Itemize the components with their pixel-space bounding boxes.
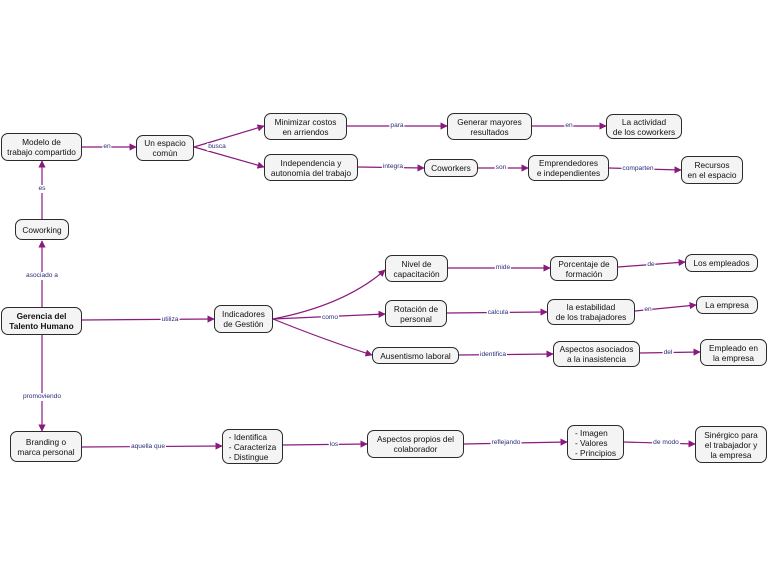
node-coworking[interactable]: Coworking [15, 219, 69, 240]
link-label-para: para [389, 122, 405, 130]
link-label-identifica: identifica [478, 351, 508, 359]
node-espacio-comun[interactable]: Un espacio común [136, 135, 194, 161]
edge-indicadores-ausentismo [272, 318, 373, 357]
link-label-integra: integra [381, 163, 405, 171]
link-label-calcula: calcula [486, 309, 510, 317]
link-label-del: del [662, 349, 674, 357]
link-label-de: de [646, 261, 656, 269]
link-label-en: en [643, 306, 653, 314]
link-label-reflejando: reflejando [490, 439, 522, 447]
node-actividad-coworkers[interactable]: La actividad de los coworkers [606, 114, 682, 139]
node-aspectos-propios-colaborador[interactable]: Aspectos propios del colaborador [367, 430, 464, 458]
edge-indicadores-nivel [272, 269, 386, 320]
node-rotacion-personal[interactable]: Rotación de personal [385, 300, 447, 327]
link-label-en: en [564, 122, 574, 130]
node-recursos-espacio[interactable]: Recursos en el espacio [681, 156, 743, 184]
node-generar-resultados[interactable]: Generar mayores resultados [447, 113, 532, 140]
link-label-como: como [320, 314, 340, 322]
link-label-es: es [37, 185, 47, 193]
node-gerencia-talento-humano[interactable]: Gerencia del Talento Humano [1, 307, 82, 335]
node-indicadores-gestion[interactable]: Indicadores de Gestión [214, 305, 273, 333]
edge-gerencia-indicadores [81, 315, 215, 323]
link-label-mide: mide [494, 264, 512, 272]
node-minimizar-costos[interactable]: Minimizar costos en arriendos [264, 113, 347, 140]
node-la-empresa[interactable]: La empresa [696, 296, 758, 314]
link-label-promoviendo: promoviendo [21, 393, 63, 401]
node-ausentismo-laboral[interactable]: Ausentismo laboral [372, 347, 459, 364]
node-identifica-caracteriza-distingue[interactable]: - Identifica - Caracteriza - Distingue [222, 429, 283, 464]
link-label-utiliza: utiliza [160, 316, 180, 324]
node-independencia-autonomia[interactable]: Independencia y autonomía del trabajo [264, 154, 358, 181]
link-label-en: en [102, 143, 112, 151]
node-coworkers[interactable]: Coworkers [424, 159, 478, 177]
node-nivel-capacitacion[interactable]: Nivel de capacitación [385, 255, 448, 282]
link-label-busca: busca [207, 143, 227, 151]
link-label-de-modo: de modo [652, 439, 680, 447]
node-porcentaje-formacion[interactable]: Porcentaje de formación [550, 256, 618, 281]
node-estabilidad-trabajadores[interactable]: la estabilidad de los trabajadores [547, 299, 635, 325]
node-branding-marca-personal[interactable]: Branding o marca personal [10, 431, 82, 462]
node-empleado-empresa[interactable]: Empleado en la empresa [700, 339, 767, 366]
link-label-comparten: comparten [621, 165, 655, 173]
node-emprendedores[interactable]: Emprendedores e independientes [528, 155, 609, 181]
node-los-empleados[interactable]: Los empleados [685, 254, 758, 272]
link-label-son: son [494, 164, 508, 172]
edge-espacio-independencia [193, 146, 265, 169]
node-aspectos-asociados[interactable]: Aspectos asociados a la inasistencia [553, 341, 640, 367]
link-label-asociado-a: asociado a [25, 272, 59, 280]
node-modelo-trabajo-compartido[interactable]: Modelo de trabajo compartido [1, 133, 82, 161]
node-imagen-valores-principios[interactable]: - Imagen - Valores - Principios [567, 425, 624, 460]
link-label-los: los [328, 441, 340, 449]
edge-espacio-minimizar [193, 124, 265, 148]
node-sinergico[interactable]: Sinérgico para el trabajador y la empres… [695, 426, 767, 463]
edge-identifica-aspectos [282, 440, 368, 448]
link-label-aquella-que: aquella que [129, 443, 167, 451]
